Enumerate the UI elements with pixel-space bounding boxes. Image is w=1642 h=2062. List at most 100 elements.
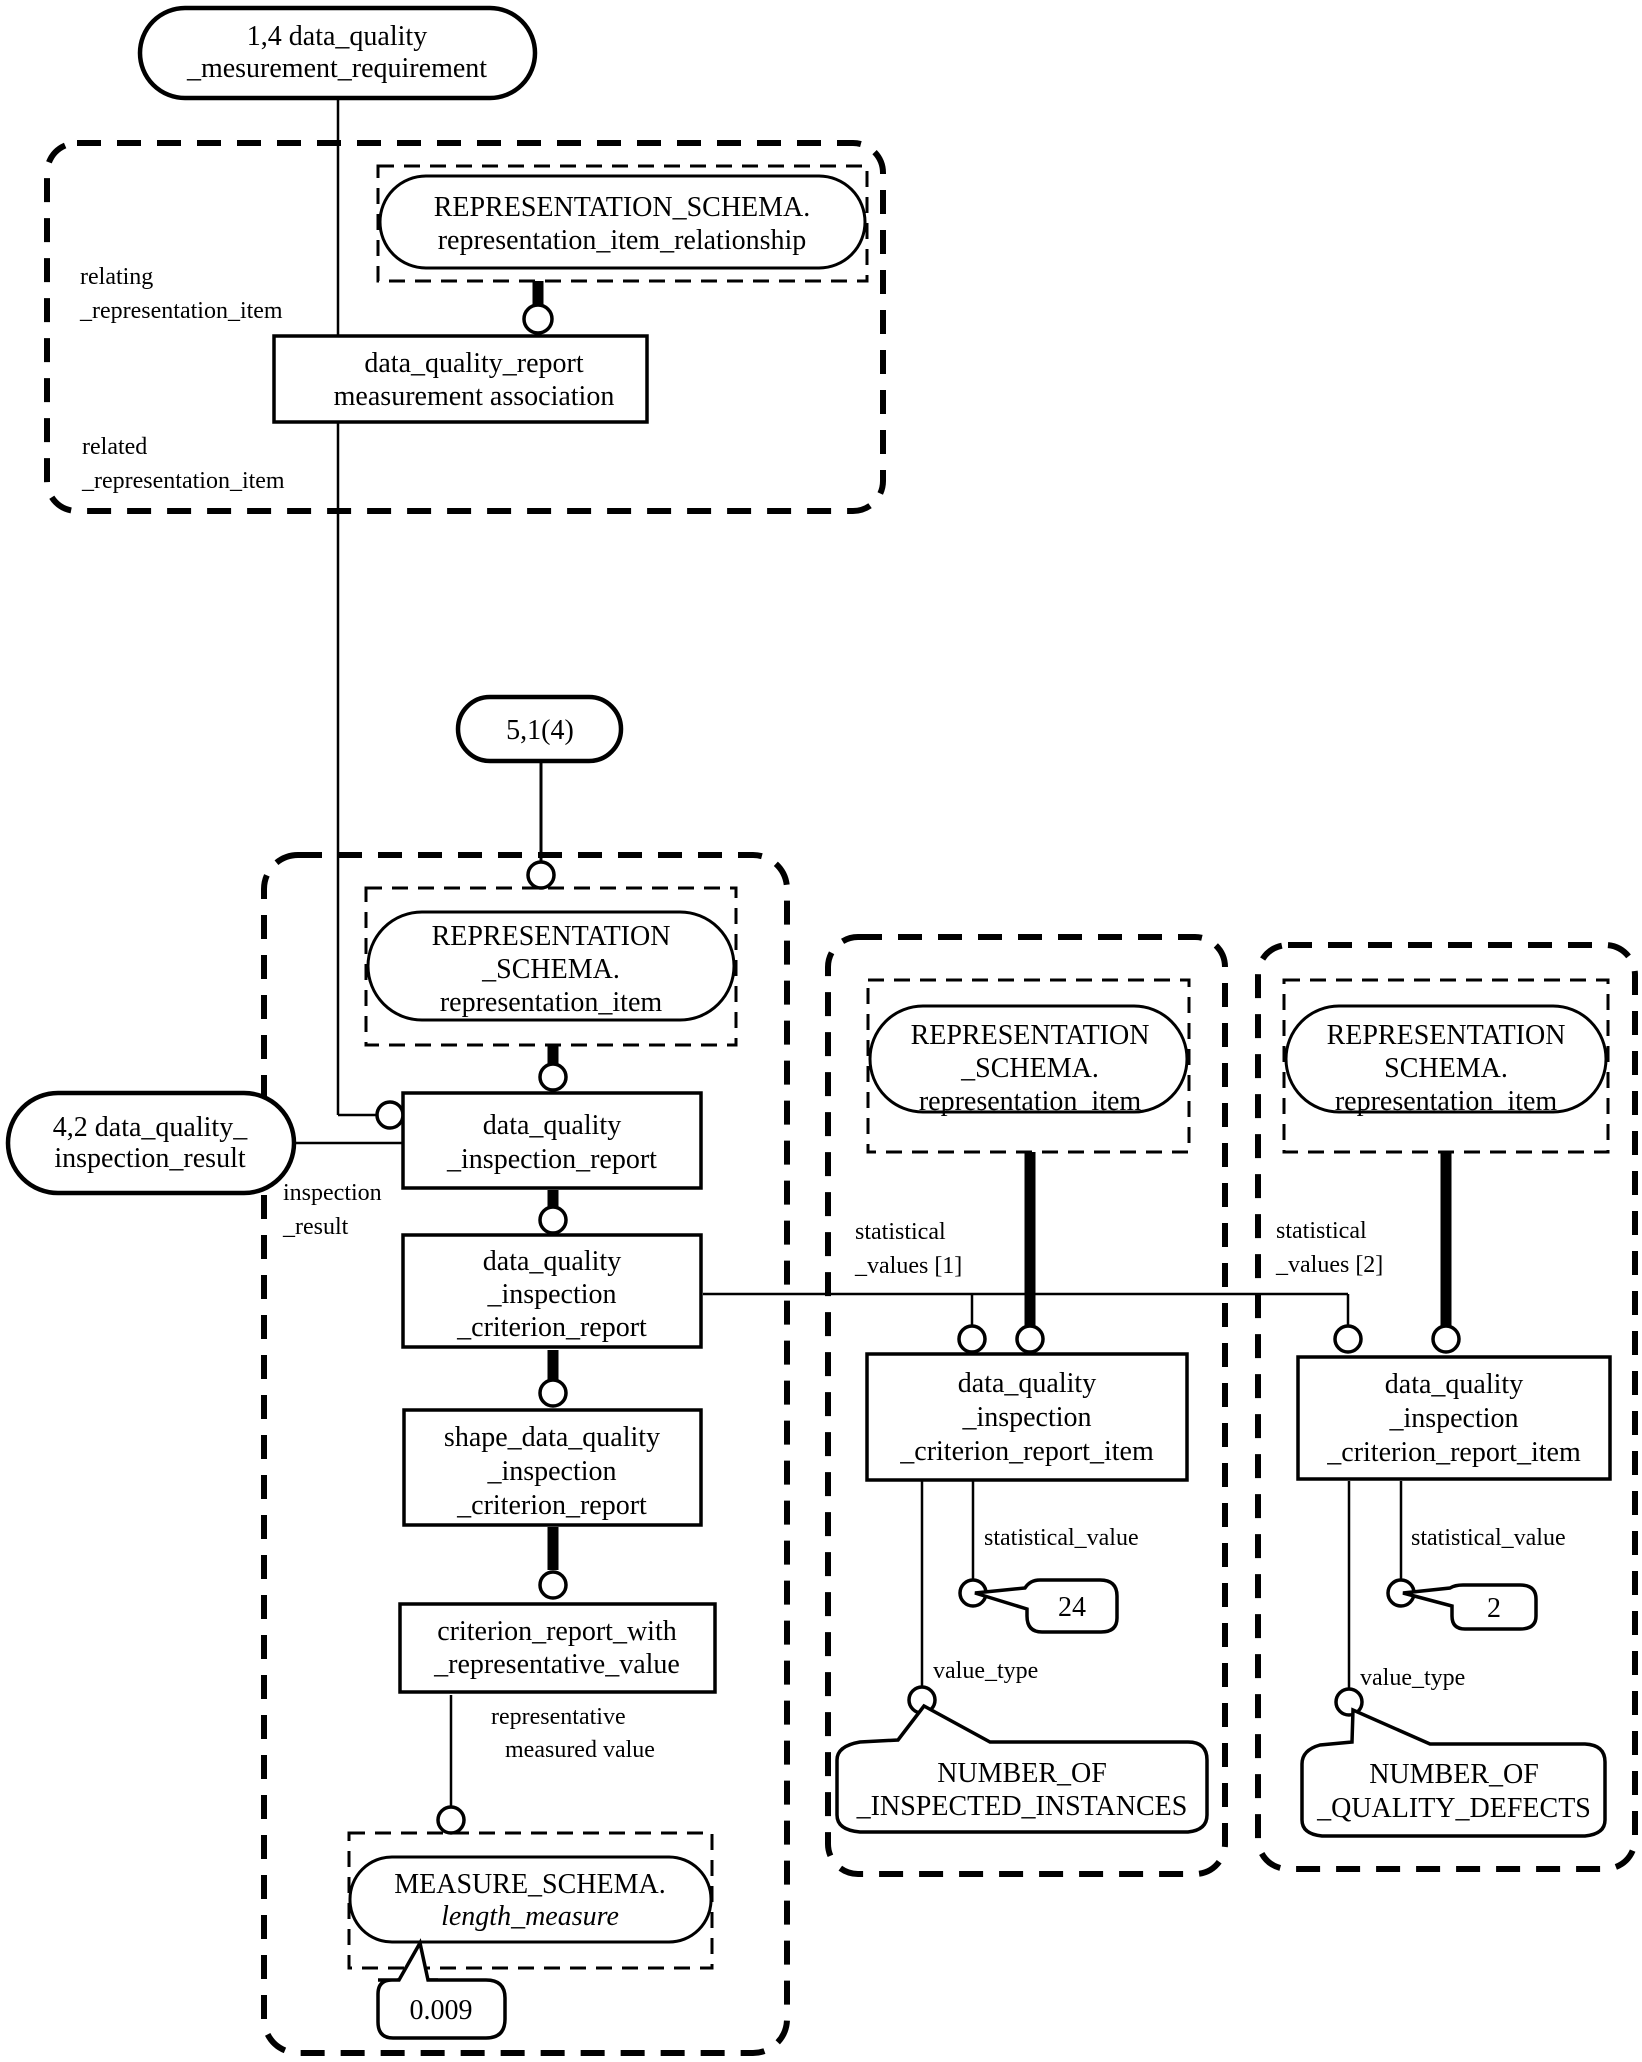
type-callout-number-of-inspected-instances[interactable]: NUMBER_OF _INSPECTED_INSTANCES [835, 1703, 1209, 1834]
value-callout-2: 2 [1402, 1583, 1538, 1631]
type-1-line2: _INSPECTED_INSTANCES [856, 1791, 1188, 1822]
ref-node-1-4-line2: _mesurement_requirement [186, 53, 487, 84]
related-line2: _representation_item [81, 468, 285, 494]
rep-item-rel-line2: representation_item_relationship [438, 225, 807, 256]
rep-item-rel-line1: REPRESENTATION_SCHEMA. [434, 192, 811, 223]
shape-line1: shape_data_quality [444, 1422, 660, 1453]
rep-item-2-line1: REPRESENTATION [1327, 1020, 1566, 1051]
ring-stat-values-1 [957, 1324, 987, 1354]
dq-report-line2: _inspection_report [446, 1144, 657, 1175]
shape-line2: _inspection [486, 1456, 616, 1487]
ref-node-5-1-label: 5,1(4) [506, 715, 574, 746]
stat-values-1-line1: statistical [855, 1219, 946, 1245]
value-callout-0009: 0.009 [376, 1938, 507, 2040]
ref-node-1-4[interactable]: 1,4 data_quality _mesurement_requirement [137, 5, 538, 101]
schema-box-rep-item-main [364, 886, 738, 1047]
assoc-line2: measurement association [334, 381, 615, 412]
ref-node-1-4-line1: 1,4 data_quality [247, 21, 427, 52]
stat-values-2-line1: statistical [1276, 1218, 1367, 1244]
value-callout-24: 24 [974, 1578, 1119, 1634]
subtype-ring-item-2 [1431, 1324, 1461, 1354]
label-representative-measured-value: representative measured value [491, 1704, 655, 1763]
ref-node-4-2-line2: inspection_result [54, 1143, 246, 1174]
entity-representation-item-main[interactable]: REPRESENTATION _SCHEMA. representation_i… [366, 910, 736, 1022]
dq-criterion-line2: _inspection [486, 1279, 616, 1310]
ring-related [375, 1100, 405, 1130]
stat-values-1-line2: _values [1] [854, 1253, 962, 1279]
entity-data-quality-report-measurement-association[interactable]: data_quality_report measurement associat… [272, 334, 649, 424]
rep-item-main-line1: REPRESENTATION [432, 921, 671, 952]
entity-criterion-report-with-representative-value[interactable]: criterion_report_with _representative_va… [398, 1602, 717, 1694]
related-line1: related [82, 434, 147, 460]
ring-stat-values-2 [1333, 1324, 1363, 1354]
dq-report-line1: data_quality [483, 1110, 621, 1141]
representative-line2: measured value [505, 1737, 655, 1763]
relating-line2: _representation_item [79, 298, 283, 324]
entity-shape-data-quality-inspection-criterion-report[interactable]: shape_data_quality _inspection _criterio… [402, 1408, 703, 1527]
measure-line2: length_measure [441, 1901, 619, 1932]
schema-box-rep-item-2 [1282, 978, 1610, 1154]
rep-item-2-line2: SCHEMA. [1384, 1053, 1508, 1084]
type-measure-schema-length-measure[interactable]: MEASURE_SCHEMA. length_measure [348, 1855, 713, 1944]
subtype-ring-shape [538, 1378, 568, 1408]
rep-item-1-line3: representation_item [919, 1086, 1142, 1117]
type-2-line2: _QUALITY_DEFECTS [1316, 1793, 1591, 1824]
ref-node-4-2-line1: 4,2 data_quality_ [53, 1112, 248, 1143]
subtype-ring-assoc [522, 303, 554, 335]
entity-criterion-report-item-2[interactable]: data_quality _inspection _criterion_repo… [1296, 1355, 1612, 1481]
item-1-line2: _inspection [961, 1402, 1091, 1433]
label-statistical-values-1: statistical _values [1] [854, 1219, 962, 1279]
entity-data-quality-inspection-criterion-report[interactable]: data_quality _inspection _criterion_repo… [401, 1233, 703, 1349]
item-2-line1: data_quality [1385, 1369, 1523, 1400]
ring-5-1 [526, 860, 556, 890]
ring-representative [436, 1805, 466, 1835]
type-callout-number-of-quality-defects[interactable]: NUMBER_OF _QUALITY_DEFECTS [1300, 1707, 1607, 1838]
entity-criterion-report-item-1[interactable]: data_quality _inspection _criterion_repo… [865, 1352, 1189, 1482]
with-value-line2: _representative_value [433, 1649, 680, 1680]
value-2: 2 [1487, 1593, 1501, 1624]
item-1-line1: data_quality [958, 1368, 1096, 1399]
label-inspection-result: inspection _result [282, 1180, 382, 1240]
panel-statistical-value-1 [825, 934, 1228, 1877]
schema-box-rep-item-1 [866, 978, 1191, 1154]
ring-value-type-2 [1334, 1687, 1364, 1717]
entity-representation-item-relationship[interactable]: REPRESENTATION_SCHEMA. representation_it… [378, 174, 867, 270]
subtype-ring-with-value [538, 1570, 568, 1600]
item-2-line3: _criterion_report_item [1326, 1437, 1581, 1468]
representative-line1: representative [491, 1704, 626, 1730]
subtype-ring-criterion [538, 1205, 568, 1235]
subtype-ring-report [538, 1062, 568, 1092]
rep-item-1-line2: _SCHEMA. [960, 1053, 1099, 1084]
type-1-line1: NUMBER_OF [937, 1758, 1107, 1789]
label-relating-representation-item: relating _representation_item [79, 264, 283, 324]
panel-inspection-report [261, 852, 790, 2056]
subtype-ring-item-1 [1015, 1324, 1045, 1354]
value-24: 24 [1058, 1592, 1086, 1623]
ref-node-4-2[interactable]: 4,2 data_quality_ inspection_result [5, 1090, 297, 1196]
rep-item-main-line2: _SCHEMA. [481, 954, 620, 985]
label-statistical-values-2: statistical _values [2] [1275, 1218, 1383, 1278]
entity-representation-item-1[interactable]: REPRESENTATION _SCHEMA. representation_i… [868, 1004, 1189, 1117]
dq-criterion-line1: data_quality [483, 1246, 621, 1277]
item-1-line3: _criterion_report_item [899, 1436, 1154, 1467]
value-0009: 0.009 [410, 1995, 473, 2026]
entity-representation-item-2[interactable]: REPRESENTATION SCHEMA. representation_it… [1284, 1004, 1608, 1117]
ref-node-5-1[interactable]: 5,1(4) [455, 694, 624, 764]
entity-data-quality-inspection-report[interactable]: data_quality _inspection_report [401, 1091, 703, 1190]
rep-item-main-line3: representation_item [440, 987, 663, 1018]
assoc-line1: data_quality_report [364, 348, 583, 379]
type-2-line1: NUMBER_OF [1369, 1759, 1539, 1790]
label-value-type-2: value_type [1360, 1665, 1465, 1691]
dq-criterion-line3: _criterion_report [456, 1312, 647, 1343]
connectors [294, 99, 1452, 1808]
with-value-line1: criterion_report_with [437, 1616, 676, 1647]
rep-item-2-line3: representation_item [1335, 1086, 1558, 1117]
measure-line1: MEASURE_SCHEMA. [394, 1869, 665, 1900]
rep-item-1-line1: REPRESENTATION [911, 1020, 1150, 1051]
relating-line1: relating [80, 264, 153, 290]
label-related-representation-item: related _representation_item [81, 434, 285, 494]
shape-line3: _criterion_report [456, 1490, 647, 1521]
label-value-type-1: value_type [933, 1658, 1038, 1684]
label-statistical-value-2: statistical_value [1411, 1525, 1566, 1551]
